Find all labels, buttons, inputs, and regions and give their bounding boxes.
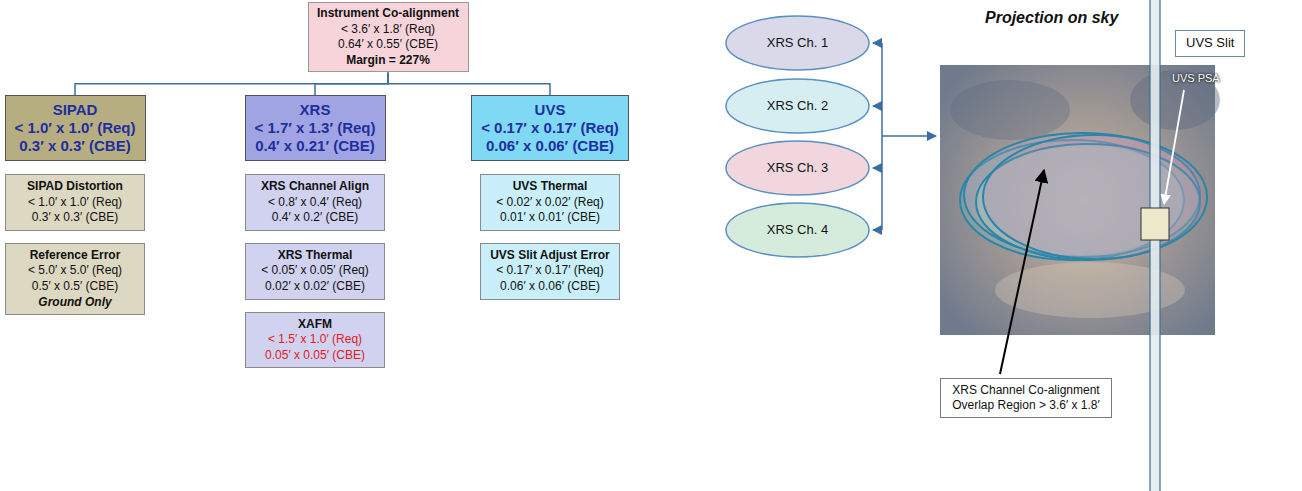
node-value: 0.06′ x 0.06′ (CBE) <box>489 279 611 295</box>
node-value: 0.4′ x 0.21′ (CBE) <box>254 137 377 155</box>
node-value: Margin = 227% <box>317 53 460 69</box>
slit-label-box: UVS Slit <box>1175 30 1245 57</box>
node-heading: UVS Thermal <box>489 179 611 195</box>
node-value: 0.64′ x 0.55′ (CBE) <box>317 37 460 53</box>
node-heading: XRS Ch. 2 <box>767 98 828 115</box>
channel-ellipse: XRS Ch. 1 <box>725 15 870 71</box>
cloud-band <box>1130 70 1220 130</box>
budget-box: Reference Error< 5.0′ x 5.0′ (Req)0.5′ x… <box>5 243 145 315</box>
node-value: < 0.17′ x 0.17′ (Req) <box>480 119 620 137</box>
node-heading: UVS Slit Adjust Error <box>489 248 611 264</box>
node-value: 0.02′ x 0.02′ (CBE) <box>254 279 376 295</box>
node-value: 0.05′ x 0.05′ (CBE) <box>254 348 376 364</box>
leader-line <box>1164 90 1184 204</box>
node-heading: XRS Ch. 3 <box>767 160 828 177</box>
node-value: 0.4′ x 0.2′ (CBE) <box>254 210 376 226</box>
node-heading: XRS Channel Align <box>254 179 376 195</box>
channel-ellipse: XRS Ch. 2 <box>725 78 870 134</box>
node-value: 0.3′ x 0.3′ (CBE) <box>14 210 136 226</box>
ellipse-shape <box>726 141 869 195</box>
node-value: < 3.6′ x 1.8′ (Req) <box>317 22 460 38</box>
node-heading: XRS Ch. 4 <box>767 222 828 239</box>
ellipse-shape <box>726 16 869 70</box>
ellipse-shape <box>726 79 869 133</box>
node-value: 0.01′ x 0.01′ (CBE) <box>489 210 611 226</box>
part-label: UVS PSA <box>1172 72 1220 84</box>
node-value: < 0.05′ x 0.05′ (Req) <box>254 263 376 279</box>
node-heading: XAFM <box>254 317 376 333</box>
node-value: < 1.5′ x 1.0′ (Req) <box>254 332 376 348</box>
channel-arrow <box>873 229 882 231</box>
budget-box: XRS Thermal< 0.05′ x 0.05′ (Req)0.02′ x … <box>245 243 385 300</box>
tree-connector <box>388 72 550 95</box>
budget-box: XRS Channel Align< 0.8′ x 0.4′ (Req)0.4′… <box>245 174 385 231</box>
channel-ellipse: XRS Ch. 4 <box>725 202 870 258</box>
node-value: 0.3′ x 0.3′ (CBE) <box>14 137 137 155</box>
node-value: < 0.17′ x 0.17′ (Req) <box>489 263 611 279</box>
budget-box: XAFM< 1.5′ x 1.0′ (Req)0.05′ x 0.05′ (CB… <box>245 312 385 369</box>
tree-connector <box>75 72 388 95</box>
budget-box: UVS Slit Adjust Error< 0.17′ x 0.17′ (Re… <box>480 243 620 300</box>
node-value: < 0.02′ x 0.02′ (Req) <box>489 195 611 211</box>
node-heading: XRS Thermal <box>254 248 376 264</box>
instrument-box: SIPAD< 1.0′ x 1.0′ (Req)0.3′ x 0.3′ (CBE… <box>5 95 146 161</box>
node-heading: XRS Channel Co-alignment Overlap Region … <box>947 383 1105 413</box>
channel-arrow <box>873 42 882 44</box>
budget-box: UVS Thermal< 0.02′ x 0.02′ (Req)0.01′ x … <box>480 174 620 231</box>
instrument-box: XRS< 1.7′ x 1.3′ (Req)0.4′ x 0.21′ (CBE) <box>245 95 386 161</box>
instrument-box: UVS< 0.17′ x 0.17′ (Req)0.06′ x 0.06′ (C… <box>471 95 629 161</box>
channel-ellipse: XRS Ch. 3 <box>725 140 870 196</box>
projection-arrow <box>882 135 936 137</box>
uvs-slit <box>1150 0 1160 491</box>
channel-arrow <box>873 105 882 107</box>
node-value: 0.5′ x 0.5′ (CBE) <box>14 279 136 295</box>
node-heading: UVS Slit <box>1186 35 1234 52</box>
budget-box: SIPAD Distortion< 1.0′ x 1.0′ (Req)0.3′ … <box>5 174 145 231</box>
node-heading: XRS Ch. 1 <box>767 35 828 52</box>
summary-box: Instrument Co-alignment< 3.6′ x 1.8′ (Re… <box>308 2 469 72</box>
view-title: Projection on sky <box>985 9 1118 27</box>
node-heading: Instrument Co-alignment <box>317 6 460 22</box>
node-value: Ground Only <box>14 295 136 311</box>
channel-arrow <box>873 167 882 169</box>
ellipse-shape <box>726 203 869 257</box>
node-value: < 1.0′ x 1.0′ (Req) <box>14 119 137 137</box>
node-value: 0.06′ x 0.06′ (CBE) <box>480 137 620 155</box>
node-heading: UVS <box>480 101 620 119</box>
uvs-psa-box <box>1141 208 1169 240</box>
node-heading: XRS <box>254 101 377 119</box>
node-value: < 0.8′ x 0.4′ (Req) <box>254 195 376 211</box>
node-heading: Reference Error <box>14 248 136 264</box>
cloud-band <box>950 80 1070 140</box>
node-value: < 5.0′ x 5.0′ (Req) <box>14 263 136 279</box>
leader-line <box>1000 170 1044 374</box>
node-value: < 1.7′ x 1.3′ (Req) <box>254 119 377 137</box>
callout-box: XRS Channel Co-alignment Overlap Region … <box>940 378 1112 418</box>
tree-connector <box>315 72 388 95</box>
node-heading: SIPAD <box>14 101 137 119</box>
node-value: < 1.0′ x 1.0′ (Req) <box>14 195 136 211</box>
node-heading: SIPAD Distortion <box>14 179 136 195</box>
